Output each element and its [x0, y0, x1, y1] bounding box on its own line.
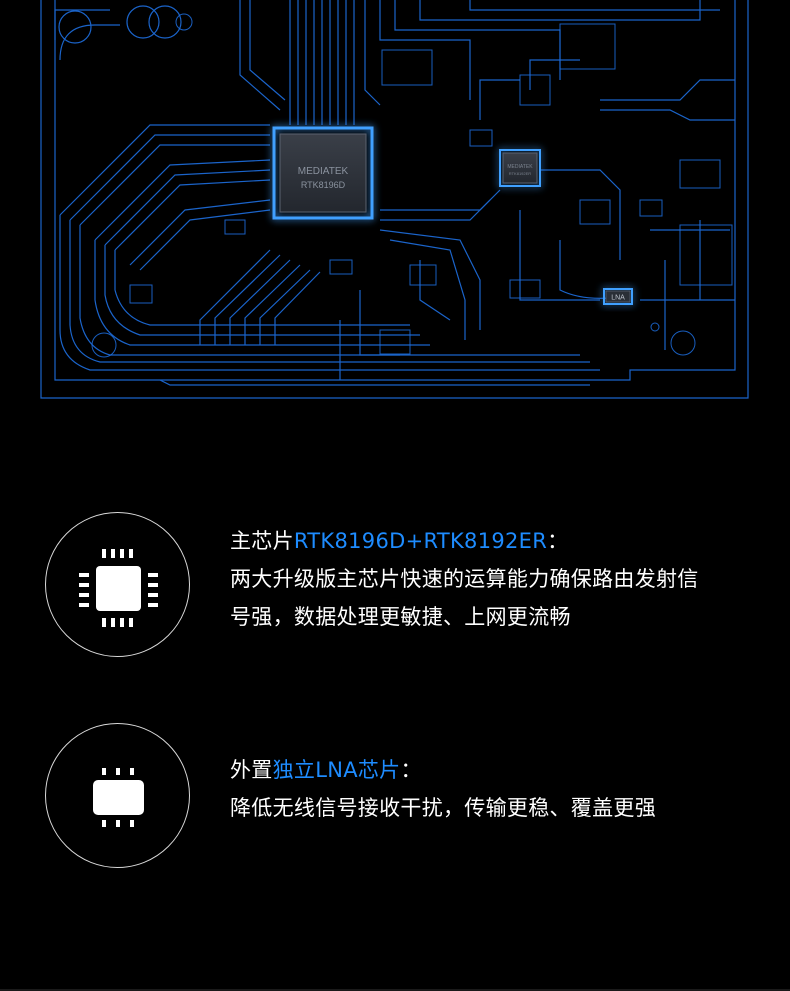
- feature-icon-circle: [45, 512, 190, 657]
- lna-chip-label: LNA: [611, 295, 625, 302]
- title-highlight: RTK8196D+RTK8192ER: [293, 529, 548, 553]
- title-highlight: 独立LNA芯片: [272, 758, 401, 782]
- feature-body-line: 号强，数据处理更敏捷、上网更流畅: [230, 605, 571, 629]
- feature-description: 主芯片RTK8196D+RTK8192ER： 两大升级版主芯片快速的运算能力确保…: [230, 522, 775, 636]
- wifi-chip-model: RTK8192ER: [509, 171, 531, 176]
- lna-chip-icon: [93, 768, 144, 827]
- main-chip-brand: MEDIATEK: [298, 166, 349, 177]
- feature-description: 外置独立LNA芯片： 降低无线信号接收干扰，传输更稳、覆盖更强: [230, 751, 775, 827]
- feature-body-line: 降低无线信号接收干扰，传输更稳、覆盖更强: [230, 796, 656, 820]
- feature-lna-chip: 外置独立LNA芯片： 降低无线信号接收干扰，传输更稳、覆盖更强: [0, 723, 790, 873]
- main-chip-model: RTK8196D: [301, 180, 346, 190]
- title-suffix: ：: [547, 529, 569, 553]
- wifi-chip-brand: MEDIATEK: [507, 164, 533, 170]
- feature-main-chip: 主芯片RTK8196D+RTK8192ER： 两大升级版主芯片快速的运算能力确保…: [0, 512, 790, 662]
- feature-icon-circle: [45, 723, 190, 868]
- bottom-divider: [0, 989, 790, 991]
- feature-body-line: 两大升级版主芯片快速的运算能力确保路由发射信: [230, 567, 699, 591]
- feature-title: 外置独立LNA芯片：: [230, 751, 775, 789]
- title-prefix: 外置: [230, 758, 273, 782]
- cpu-chip-icon: [79, 549, 158, 627]
- feature-title: 主芯片RTK8196D+RTK8192ER：: [230, 522, 775, 560]
- title-suffix: ：: [400, 758, 422, 782]
- circuit-board-illustration: MEDIATEK RTK8196D MEDIATEK RTK8192ER LNA: [40, 0, 749, 399]
- title-prefix: 主芯片: [230, 529, 294, 553]
